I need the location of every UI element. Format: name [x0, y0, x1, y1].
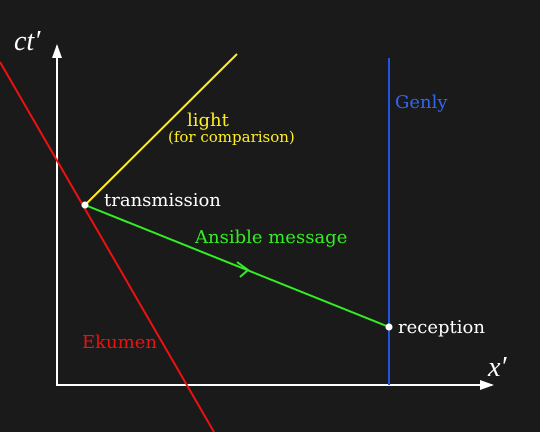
transmission-event-dot: [81, 201, 89, 209]
genly-label: Genly: [395, 92, 448, 113]
light-sublabel: (for comparison): [168, 128, 295, 146]
ekumen-worldline: [0, 61, 215, 432]
ekumen-label: Ekumen: [82, 332, 157, 353]
reception-label: reception: [398, 317, 485, 338]
ansible-direction-arrow: [236, 261, 250, 278]
horizontal-axis-label: x′: [487, 352, 507, 383]
light-worldline: [84, 53, 238, 206]
ansible-label: Ansible message: [194, 227, 347, 248]
ansible-message-line: [84, 204, 390, 328]
reception-event-dot: [385, 323, 393, 331]
transmission-label: transmission: [104, 190, 221, 211]
vertical-axis-label: ct′: [14, 26, 41, 57]
light-label: light: [187, 110, 230, 131]
